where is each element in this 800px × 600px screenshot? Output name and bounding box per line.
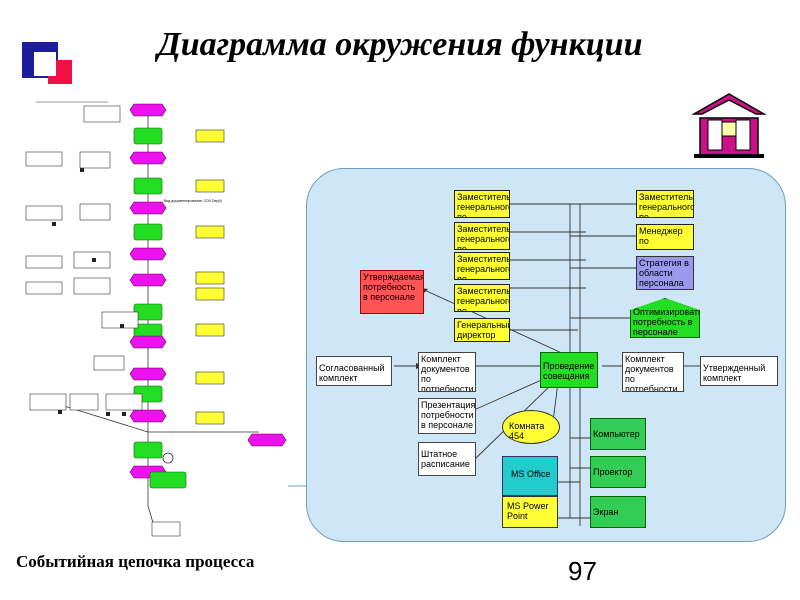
doc-agreed-set: Согласованный комплект <box>316 356 392 386</box>
doc-approved-set: Утвержденный комплект <box>700 356 778 386</box>
doc-staffing-presentation: Презентация потребности в персонале <box>418 398 476 434</box>
thumbnail-caption: Вид документирование: ZOX Dep(t) <box>164 199 222 203</box>
function-hold-meeting: Проведение совещания <box>540 352 598 388</box>
role-deputy-general-director-2: Заместитель генерального по ... <box>454 252 510 280</box>
page-number: 97 <box>568 556 597 586</box>
doc-staff-schedule: Штатное расписание <box>418 442 476 476</box>
role-deputy-general-director-right: Заместитель генерального по ... <box>636 190 694 218</box>
house-icon <box>688 90 770 160</box>
hardware-projector: Проектор <box>590 456 646 488</box>
doc-staffing-need-set-right: Комплект документов по потребности в пер… <box>622 352 684 392</box>
hr-strategy: Стратегия в области персонала <box>636 256 694 290</box>
thumbnail-connector <box>288 485 306 487</box>
role-deputy-general-director-development: Заместитель генерального по развитию <box>454 284 510 312</box>
role-deputy-general-director-1: Заместитель генерального по ... <box>454 190 510 218</box>
hardware-computer: Компьютер <box>590 418 646 450</box>
role-deputy-general-director-finance: Заместитель генерального по финансам <box>454 222 510 250</box>
software-ms-office: MS Office <box>502 456 558 496</box>
doc-staffing-need-set-left: Комплект документов по потребности в пер… <box>418 352 476 392</box>
slide-decoration <box>22 42 108 103</box>
event-approved-staffing-need: Утверждаемая потребность в персонале <box>360 270 424 314</box>
software-ms-power-point: MS Power Point <box>502 496 558 528</box>
role-hr-manager: Менеджер по персоналу <box>636 224 694 250</box>
page-title: Диаграмма окружения функции <box>157 26 643 63</box>
process-chain-thumbnail: Вид документирование: ZOX Dep(t) <box>25 103 287 537</box>
role-general-director: Генеральный директор <box>454 318 510 342</box>
location-room-454: Комната 454 <box>502 410 560 444</box>
footer-caption: Событийная цепочка процесса <box>16 552 255 571</box>
hardware-screen: Экран <box>590 496 646 528</box>
